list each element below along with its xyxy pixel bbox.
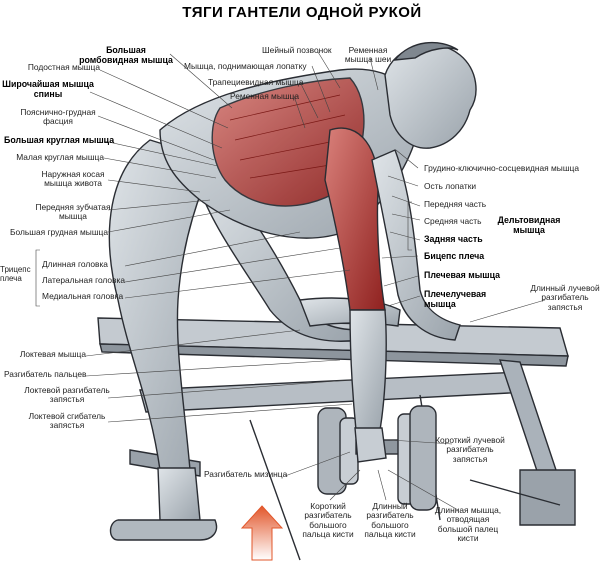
label-latissimus: Широчайшая мышца спины (2, 79, 94, 99)
label-deltoid-middle: Средняя часть (424, 216, 482, 226)
label-extensor-carpi-radialis-brevis: Короткий лучевой разгибатель запястья (435, 435, 505, 464)
label-biceps: Бицепс плеча (424, 251, 485, 261)
label-extensor-digitorum: Разгибатель пальцев (4, 369, 87, 379)
label-thoracolumbar-fascia: Пояснично-грудная фасция (20, 107, 96, 127)
label-sternocleidomastoid: Грудино-ключично-сосцевидная мышца (424, 163, 579, 173)
label-extensor-digiti-minimi: Разгибатель мизинца (204, 469, 288, 479)
label-extensor-carpi-ulnaris: Локтевой разгибатель запястья (24, 385, 110, 405)
label-extensor-carpi-radialis-longus: Длинный лучевой разгибатель запястья (530, 283, 600, 312)
label-deltoid-posterior: Задняя часть (424, 234, 483, 244)
label-triceps: Трицепс плеча (0, 265, 31, 283)
label-rhomboid-major: Большая ромбовидная мышца (79, 45, 173, 65)
label-triceps-lateral: Латеральная головка (42, 275, 126, 285)
label-anconeus: Локтевая мышца (19, 349, 86, 359)
working-arm (324, 127, 387, 463)
label-teres-major: Большая круглая мышца (4, 135, 115, 145)
label-triceps-medial: Медиальная головка (42, 291, 124, 301)
label-teres-minor: Малая круглая мышца (16, 152, 104, 162)
label-splenius-capitis: Ременная мышца (230, 91, 300, 101)
label-serratus: Передняя зубчатая мышца (35, 202, 111, 222)
label-trapezius: Трапециевидная мышца (208, 77, 304, 87)
standing-leg (108, 139, 218, 541)
page-title: ТЯГИ ГАНТЕЛИ ОДНОЙ РУКОЙ (182, 4, 422, 21)
label-triceps-long: Длинная головка (42, 259, 108, 269)
label-deltoid: Дельтовидная мышца (497, 215, 561, 235)
label-scapular-spine: Ость лопатки (424, 181, 477, 191)
label-brachioradialis: Плечелучевая мышца (424, 289, 487, 309)
head (384, 41, 477, 149)
label-levator-scapulae: Мышца, поднимающая лопатку (184, 61, 307, 71)
label-brachialis: Плечевая мышца (424, 270, 500, 280)
support-arm (371, 149, 461, 341)
label-external-oblique: Наружная косая мышца живота (41, 169, 105, 189)
leader-lines (35, 51, 546, 511)
label-infraspinatus: Подостная мышца (27, 62, 100, 72)
up-arrow-icon (240, 505, 284, 561)
label-deltoid-anterior: Передняя часть (424, 199, 487, 209)
label-extensor-pollicis-longus: Длинный разгибатель большого пальца кист… (364, 501, 416, 540)
label-abductor-pollicis-longus: Длинная мышца, отводящая большой палец к… (434, 505, 502, 544)
label-extensor-pollicis-brevis: Короткий разгибатель большого пальца кис… (302, 501, 354, 540)
label-flexor-carpi-ulnaris: Локтевой сгибатель запястья (28, 411, 106, 431)
label-cervical-vertebra: Шейный позвонок (262, 45, 332, 55)
label-splenius: Ременная мышца шеи (344, 45, 392, 65)
label-pectoralis-major: Большая грудная мышца (10, 227, 108, 237)
